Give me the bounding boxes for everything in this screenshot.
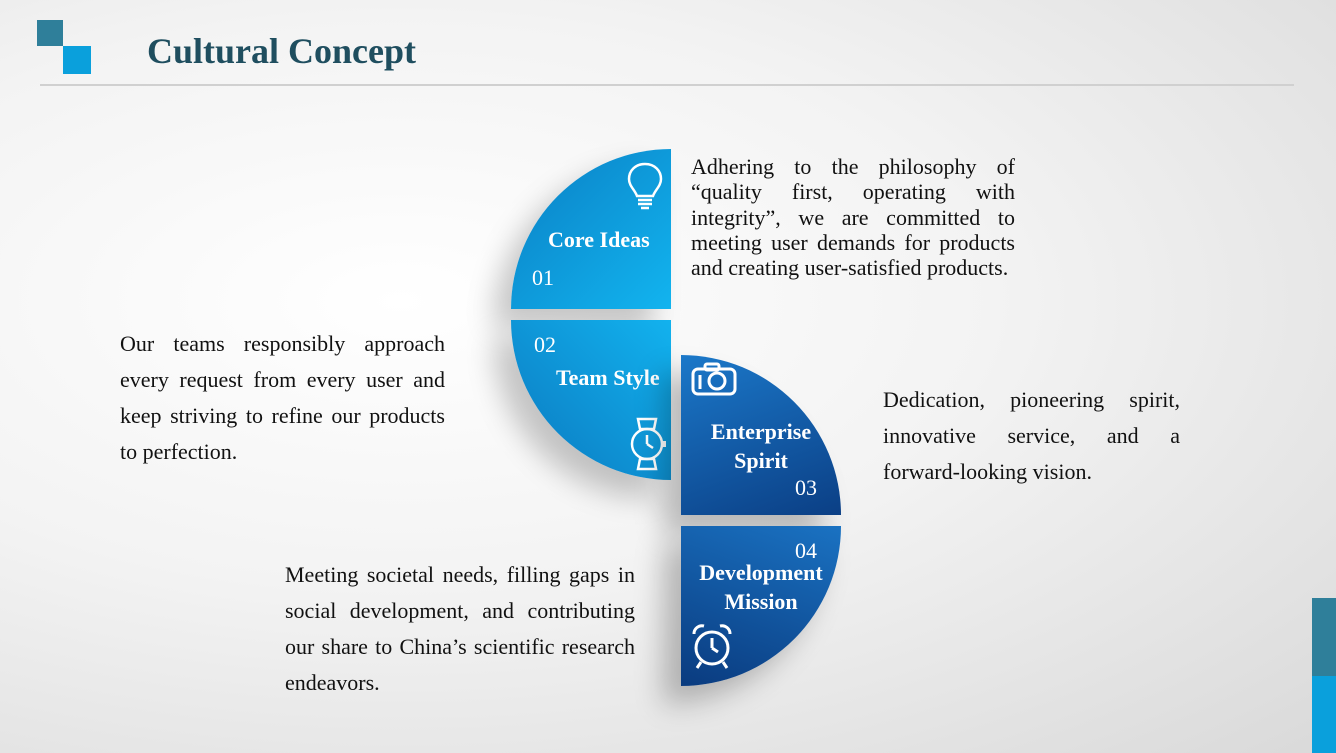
team-style-description: Our teams responsibly approach every req… <box>120 331 445 464</box>
enterprise-spirit-description: Dedication, pioneering spirit, innovativ… <box>883 387 1180 484</box>
team-style-label: Team Style <box>556 365 660 390</box>
logo-square-light <box>63 46 91 74</box>
development-mission-number: 04 <box>795 538 817 563</box>
petal-enterprise-spirit: Enterprise Spirit 03 <box>681 355 841 515</box>
watch-icon <box>630 417 666 471</box>
development-mission-description: Meeting societal needs, filling gaps in … <box>285 562 635 695</box>
core-ideas-label: Core Ideas <box>548 227 650 252</box>
enterprise-spirit-label-line2: Spirit <box>734 448 788 473</box>
enterprise-spirit-label: Enterprise Spirit <box>701 417 821 475</box>
page-title: Cultural Concept <box>147 31 416 71</box>
logo-square-dark <box>37 20 63 46</box>
petal-core-ideas: Core Ideas 01 <box>511 149 671 309</box>
title-divider <box>40 84 1294 86</box>
team-style-number: 02 <box>534 332 556 357</box>
development-mission-label-line1: Development <box>699 560 823 585</box>
core-ideas-number: 01 <box>532 265 554 290</box>
development-mission-label: Development Mission <box>686 558 836 616</box>
enterprise-spirit-number: 03 <box>795 475 817 500</box>
enterprise-spirit-label-line1: Enterprise <box>710 419 812 444</box>
petal-development-mission: 04 Development Mission <box>681 526 841 686</box>
core-ideas-description: Adhering to the philosophy of “quality f… <box>691 154 1015 281</box>
corner-bar-dark <box>1312 598 1336 676</box>
petal-team-style: 02 Team Style <box>511 320 671 480</box>
alarm-clock-icon <box>692 624 732 669</box>
camera-icon <box>691 362 737 396</box>
lightbulb-icon <box>627 162 663 210</box>
development-mission-label-line2: Mission <box>724 589 798 614</box>
corner-bar-light <box>1312 676 1336 753</box>
